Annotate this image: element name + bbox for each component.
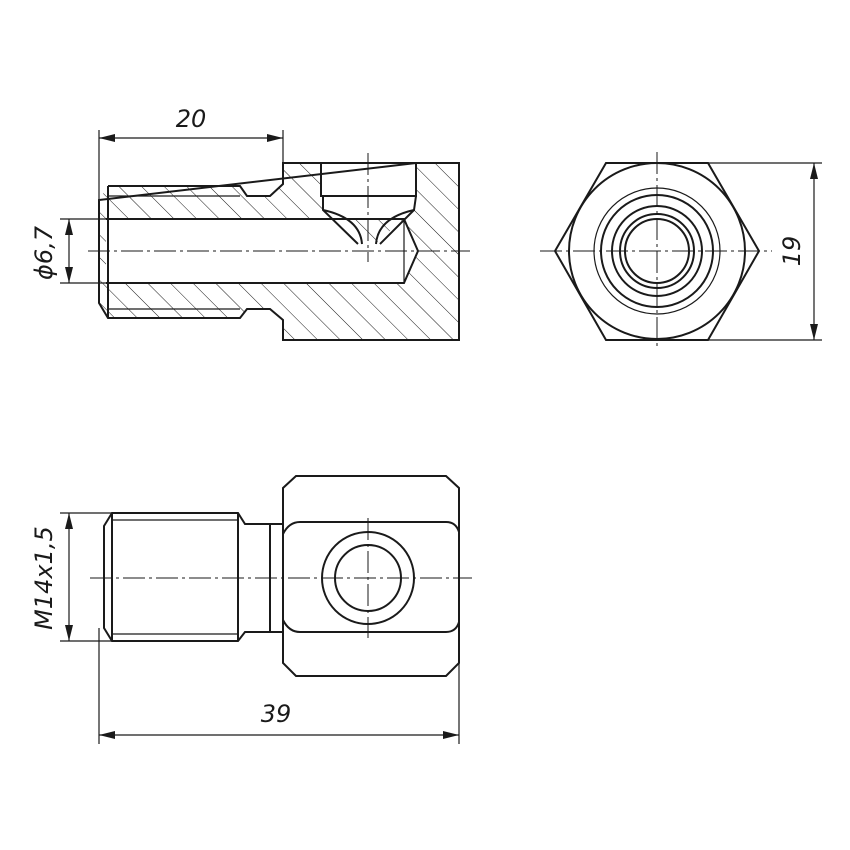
hex-upper-flat <box>282 521 460 535</box>
section-hatch <box>99 163 459 340</box>
dim-hex-across-flats-label: 19 <box>778 236 806 267</box>
dim-overall-length: 39 <box>98 628 460 744</box>
end-view <box>540 152 772 350</box>
cross-hole-arc-right <box>375 209 415 245</box>
dim-thread: M14x1,5 <box>30 512 112 642</box>
dim-top-length-label: 20 <box>176 105 207 133</box>
dim-bore-diameter: ϕ6,7 <box>30 218 106 284</box>
dim-overall-length-label: 39 <box>261 700 292 728</box>
side-view <box>90 475 472 677</box>
section-view <box>88 153 470 341</box>
dim-bore-diameter-label: ϕ6,7 <box>30 225 58 280</box>
hex-lower-flat <box>282 619 460 633</box>
cross-hole-arc-left <box>322 209 363 245</box>
dim-thread-label: M14x1,5 <box>30 526 58 630</box>
hex-body <box>270 475 460 677</box>
dim-top-length: 20 <box>98 105 284 200</box>
dim-hex-across-flats: 19 <box>708 162 822 341</box>
thread-body <box>103 512 271 642</box>
